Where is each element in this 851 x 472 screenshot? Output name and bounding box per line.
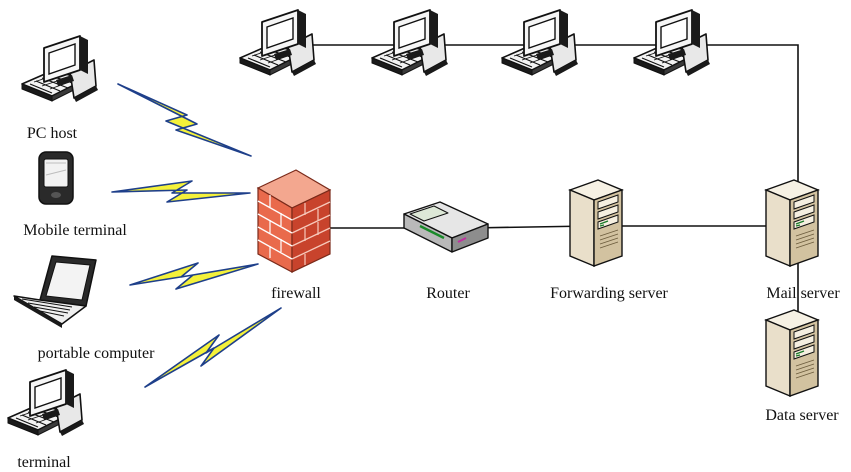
wireless-link-mobile-terminal [111, 180, 251, 203]
pc-host-label: PC host [27, 125, 78, 142]
lan-pc-1 [239, 9, 317, 77]
mail-server-node: Mail server [765, 179, 840, 302]
lan-pc-4 [633, 9, 711, 77]
wireless-link-terminal [144, 307, 282, 388]
data-server-label: Data server [765, 407, 839, 424]
desktop-computer-icon [7, 369, 85, 437]
router-label: Router [426, 285, 470, 302]
desktop-computer-icon [21, 35, 99, 103]
portable-computer-node: portable computer [13, 255, 156, 362]
mail-server-label: Mail server [766, 285, 840, 302]
desktop-computer-icon [371, 9, 449, 77]
desktop-computer-icon [239, 9, 317, 77]
router-icon [403, 201, 489, 253]
server-tower-icon [569, 179, 623, 267]
desktop-computer-icon [501, 9, 579, 77]
mobile-phone-icon [38, 151, 74, 205]
wireless-links [111, 83, 282, 388]
pc-host-node: PC host [21, 35, 99, 142]
portable-computer-label: portable computer [38, 345, 156, 362]
server-tower-icon [765, 179, 819, 267]
wireless-link-portable-computer [129, 262, 259, 290]
terminal-node: terminal [7, 369, 85, 471]
mobile-terminal-node: Mobile terminal [23, 151, 127, 239]
terminal-label: terminal [17, 454, 71, 471]
laptop-icon [13, 255, 97, 328]
firewall-node: firewall [256, 169, 332, 302]
forwarding-server-node: Forwarding server [550, 179, 669, 302]
mobile-terminal-label: Mobile terminal [23, 222, 127, 239]
router-node: Router [403, 201, 489, 302]
wired-links [300, 44, 799, 360]
desktop-computer-icon [633, 9, 711, 77]
wireless-link-pc-host [117, 83, 252, 157]
lan-link-line [300, 44, 799, 225]
forwarding-server-label: Forwarding server [550, 285, 668, 302]
firewall-label: firewall [271, 285, 321, 302]
data-server-node: Data server [765, 309, 839, 424]
firewall-icon [256, 169, 332, 273]
lan-pc-3 [501, 9, 579, 77]
lan-pc-2 [371, 9, 449, 77]
server-tower-icon [765, 309, 819, 397]
